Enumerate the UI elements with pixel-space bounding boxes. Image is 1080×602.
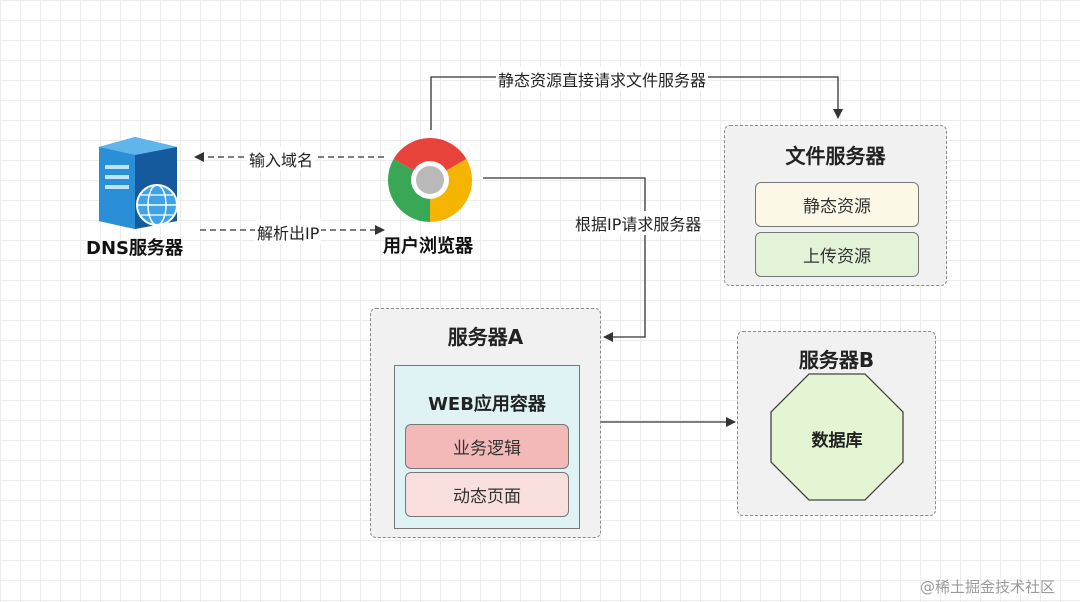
edge-label-ip-request: 根据IP请求服务器 bbox=[573, 211, 704, 235]
dns-server-icon bbox=[95, 135, 187, 229]
chrome-browser-icon bbox=[386, 136, 474, 224]
edge-label-static-request: 静态资源直接请求文件服务器 bbox=[496, 67, 709, 91]
dynamic-page-box: 动态页面 bbox=[405, 472, 569, 517]
business-logic-box: 业务逻辑 bbox=[405, 424, 569, 469]
static-resource-box: 静态资源 bbox=[755, 182, 919, 227]
upload-resource-box: 上传资源 bbox=[755, 232, 919, 277]
edge-ip-request bbox=[483, 177, 646, 342]
database-octagon bbox=[770, 373, 904, 501]
watermark: @稀土掘金技术社区 bbox=[920, 578, 1056, 596]
server-b-group: 服务器B 数据库 bbox=[737, 331, 936, 516]
server-a-title: 服务器A bbox=[447, 325, 524, 349]
edge-label-input-domain: 输入域名 bbox=[247, 147, 316, 171]
server-b-title: 服务器B bbox=[798, 348, 875, 372]
web-container-title: WEB应用容器 bbox=[428, 394, 546, 415]
file-server-group: 文件服务器 静态资源 上传资源 bbox=[724, 125, 947, 286]
file-server-title: 文件服务器 bbox=[785, 144, 886, 168]
server-a-group: 服务器A WEB应用容器 业务逻辑 动态页面 bbox=[370, 308, 601, 538]
dns-server-label: DNS服务器 bbox=[86, 238, 183, 259]
browser-label: 用户浏览器 bbox=[383, 236, 473, 257]
web-container: WEB应用容器 业务逻辑 动态页面 bbox=[394, 365, 580, 529]
edge-label-resolve-ip: 解析出IP bbox=[255, 220, 322, 244]
database-label: 数据库 bbox=[811, 431, 863, 451]
